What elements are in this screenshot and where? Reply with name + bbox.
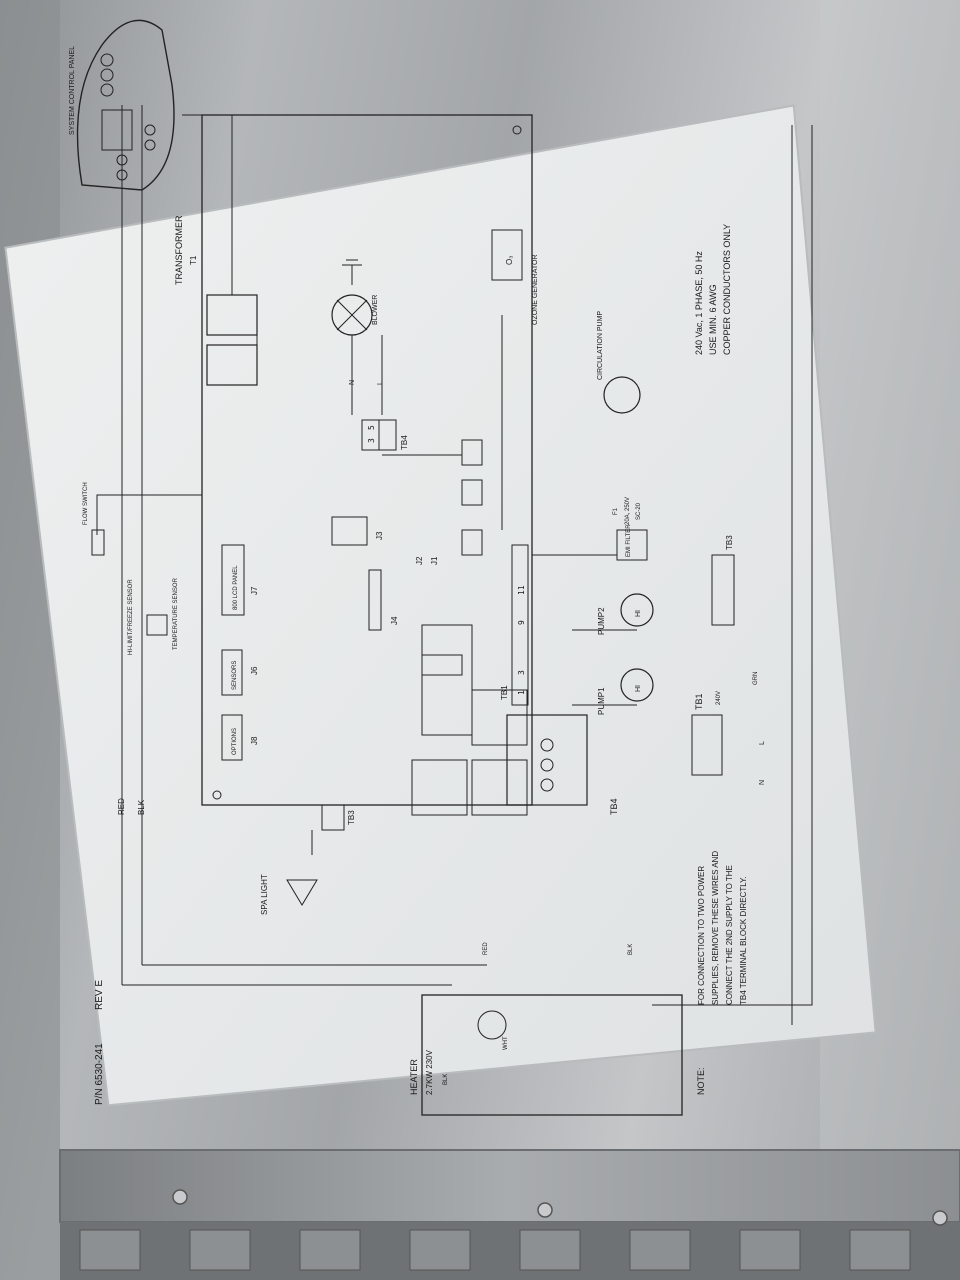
tb3-main: TB3	[711, 535, 735, 626]
ozone-generator-label: OZONE GENERATOR	[532, 254, 539, 325]
hinge-knuckle	[189, 1229, 251, 1271]
fuse-rating: 20A, 250V	[625, 497, 631, 525]
hinge-knuckle	[519, 1229, 581, 1271]
pump2-hi: HI	[635, 610, 642, 617]
note-line-2: SUPPLIES, REMOVE THESE WIRES AND	[711, 851, 720, 1005]
tb3-board-label: TB3	[347, 810, 356, 825]
note-title: NOTE:	[696, 1067, 706, 1095]
revision: REV E	[94, 980, 105, 1010]
tb1-terminal-3: 3	[517, 670, 526, 675]
hinge	[59, 1149, 960, 1280]
tb4-top-terminal-1: 5	[367, 425, 376, 430]
hinge-knuckle	[299, 1229, 361, 1271]
note-line-1: FOR CONNECTION TO TWO POWER	[697, 866, 706, 1005]
note-block: NOTE: FOR CONNECTION TO TWO POWER SUPPLI…	[696, 851, 748, 1095]
j8-label: J8	[250, 736, 259, 745]
tb4-top-terminal-2: 3	[367, 438, 376, 443]
hinge-knuckle	[79, 1229, 141, 1271]
tb1-strip: 1 3 9 11 TB1	[500, 544, 529, 706]
hinge-knuckle	[739, 1229, 801, 1271]
system-control-panel: SYSTEM CONTROL PANEL	[69, 19, 175, 191]
sensors: FLOW SWITCH HI-LIMIT/FREEZE SENSOR TEMPE…	[83, 482, 179, 655]
grn-label: GRN	[753, 672, 759, 685]
transformer-id: T1	[189, 255, 198, 265]
tb1-main-label: TB1	[694, 693, 704, 710]
hinge-knuckle	[629, 1229, 691, 1271]
heater: HEATER 2.7KW 230V BLK WHT RED BLK	[409, 942, 683, 1116]
supply-line-1: 240 Vac, 1 PHASE, 50 Hz	[694, 251, 704, 355]
heater-rating: 2.7KW 230V	[425, 1049, 434, 1095]
hinge-knuckle	[409, 1229, 471, 1271]
circulation-pump-label: CIRCULATION PUMP	[597, 311, 604, 380]
pump2-label: PUMP2	[597, 607, 606, 635]
board-relays	[411, 439, 528, 816]
supply-spec: 240 Vac, 1 PHASE, 50 Hz USE MIN. 6 AWG C…	[694, 224, 732, 355]
note-line-3: CONNECT THE 2ND SUPPLY TO THE	[725, 865, 734, 1005]
tb4-main-label: TB4	[609, 798, 619, 815]
part-number: P/N 6530-241	[94, 1043, 105, 1105]
blower-label: BLOWER	[372, 295, 379, 325]
heater-wht: WHT	[503, 1036, 509, 1050]
j2-label: J2	[415, 556, 424, 565]
hi-limit-sensor-label: HI-LIMIT/FREEZE SENSOR	[128, 579, 134, 655]
tb3-main-label: TB3	[725, 535, 734, 550]
tb1-terminal-11: 11	[517, 585, 526, 595]
pump1-hi: HI	[635, 685, 642, 692]
j3-label: J3	[375, 531, 384, 540]
wiring-label	[4, 104, 877, 1107]
j6-sub: SENSORS	[232, 661, 238, 690]
blower-l: L	[377, 381, 384, 385]
heater-label: HEATER	[409, 1059, 419, 1095]
fuse-label: F1	[613, 507, 619, 515]
fuse-type: SC-20	[636, 502, 642, 520]
spa-light-label: SPA LIGHT	[260, 874, 269, 915]
ozone-generator: O₃ OZONE GENERATOR	[491, 229, 539, 325]
tb1-terminal-1: 1	[517, 690, 526, 695]
flow-switch-label: FLOW SWITCH	[83, 482, 89, 525]
supply-line-2: USE MIN. 6 AWG	[708, 284, 718, 355]
j7-label: J7	[250, 586, 259, 595]
tb1-n: N	[759, 780, 766, 785]
heater-blk-2: BLK	[628, 944, 634, 955]
ozone-symbol: O₃	[505, 256, 514, 265]
j-connectors: J3 J4 J2 J1 800 LCD PANEL J7 SENSORS J6 …	[221, 516, 439, 831]
wiring	[96, 105, 813, 1025]
emi-filter-label: EMI FILTER	[626, 524, 632, 557]
hinge-knuckle	[849, 1229, 911, 1271]
tb1-terminal-9: 9	[517, 620, 526, 625]
circulation-pump: CIRCULATION PUMP	[597, 311, 641, 414]
j1-label: J1	[430, 556, 439, 565]
note-line-4: TB4 TERMINAL BLOCK DIRECTLY.	[739, 876, 748, 1005]
v240-label: 240V	[716, 691, 722, 705]
supply-line-3: COPPER CONDUCTORS ONLY	[722, 224, 732, 355]
transformer-label: TRANSFORMER	[174, 215, 184, 285]
tb1-strip-label: TB1	[500, 685, 509, 700]
tb1-l: L	[759, 741, 766, 745]
tb4-top-label: TB4	[400, 435, 409, 450]
j4-label: J4	[390, 616, 399, 625]
emi-filter: EMI FILTER F1 20A, 250V SC-20	[613, 497, 648, 561]
system-control-panel-label: SYSTEM CONTROL PANEL	[69, 46, 76, 135]
j6-label: J6	[250, 666, 259, 675]
wiring-diagram: P/N 6530-241 REV E RED BLK SYSTEM CONTRO…	[69, 19, 813, 1116]
heater-blk: BLK	[443, 1074, 449, 1085]
pump1: HI PUMP1	[597, 668, 654, 715]
heater-red: RED	[483, 942, 489, 955]
tb4-main-block: TB4	[506, 714, 619, 815]
temperature-sensor-label: TEMPERATURE SENSOR	[173, 577, 179, 650]
control-board	[201, 114, 533, 806]
tb1-main: TB1 240V GRN L N	[691, 672, 766, 785]
spa-light: SPA LIGHT	[260, 874, 318, 915]
j7-sub: 800 LCD PANEL	[233, 565, 239, 610]
pump2: HI PUMP2	[597, 593, 654, 635]
pump1-label: PUMP1	[597, 687, 606, 715]
j8-sub: OPTIONS	[232, 728, 238, 755]
